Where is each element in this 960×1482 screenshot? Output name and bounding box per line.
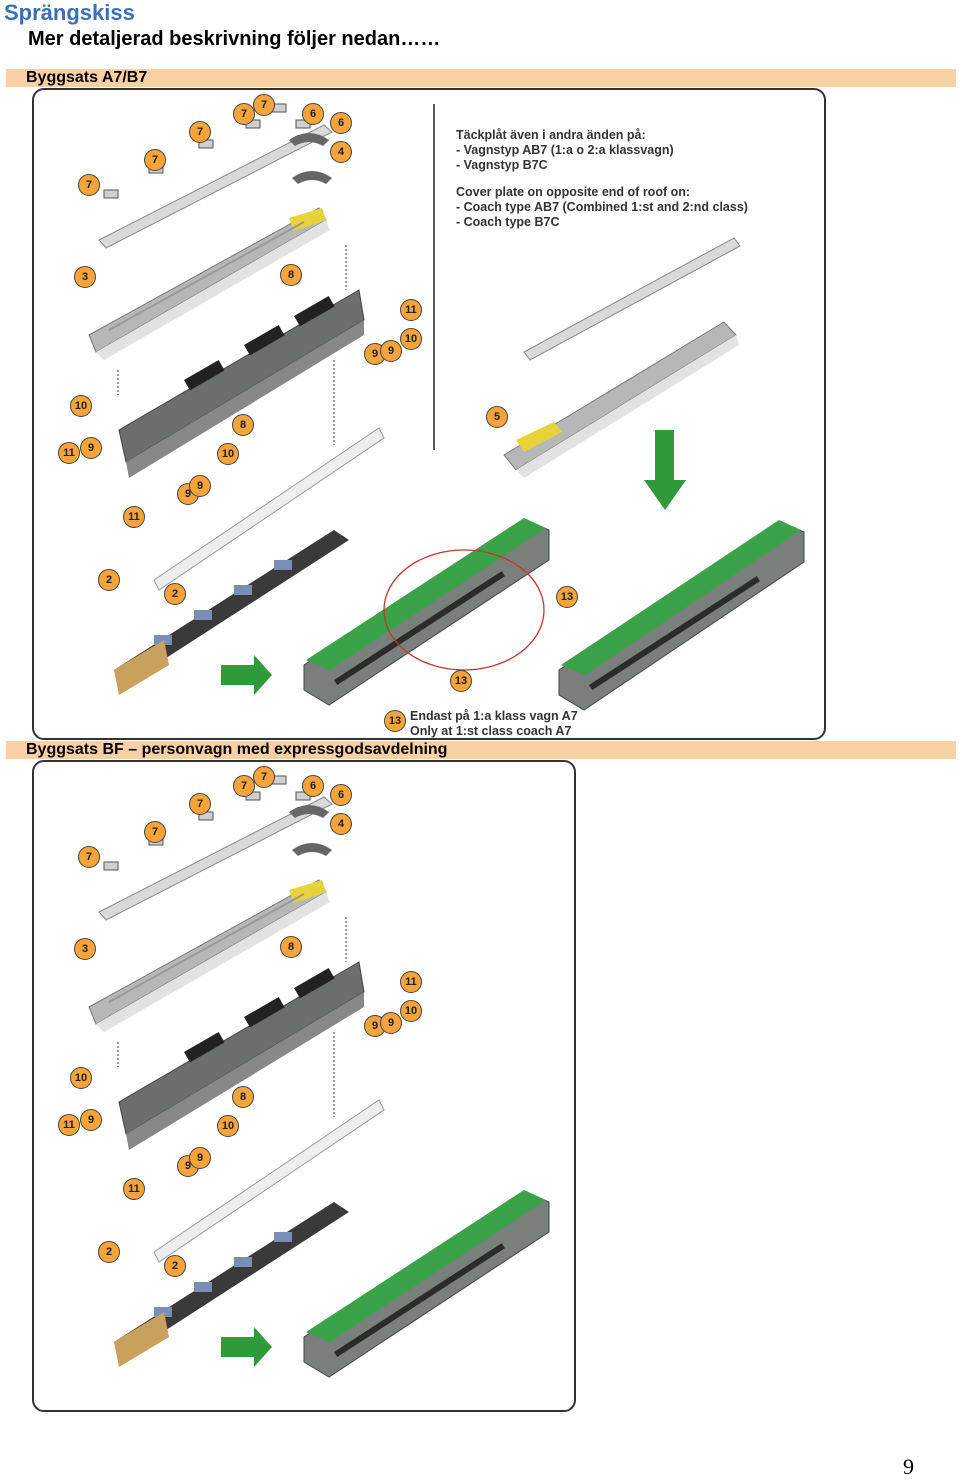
- note-line: - Vagnstyp AB7 (1:a o 2:a klassvagn): [456, 143, 674, 157]
- part-badge: 4: [330, 141, 352, 163]
- part-badge: 5: [486, 406, 508, 428]
- part-badge: 7: [189, 793, 211, 815]
- part-badge: 7: [233, 103, 255, 125]
- section-label: Byggsats A7/B7: [26, 69, 148, 86]
- part-badge: 7: [78, 846, 100, 868]
- exploded-view-drawing: [88, 775, 550, 1378]
- part-badge: 7: [253, 766, 275, 788]
- part-badge: 9: [189, 1147, 211, 1169]
- part-badge: 10: [70, 395, 92, 417]
- part-badge: 8: [232, 414, 254, 436]
- part-badge: 8: [232, 1086, 254, 1108]
- exploded-view-panel-bf: 7 7 7 7 7 6 6 4 3 8 11 10 9 9 10 11 9 8 …: [32, 760, 576, 1412]
- page-title: Sprängskiss: [4, 0, 135, 25]
- part-badge: 7: [144, 821, 166, 843]
- part-badge: 9: [80, 437, 102, 459]
- part-badge: 6: [330, 112, 352, 134]
- part-badge: 10: [400, 1000, 422, 1022]
- part-badge: 10: [70, 1067, 92, 1089]
- part-badge: 9: [80, 1109, 102, 1131]
- part-badge: 11: [123, 1178, 145, 1200]
- exploded-view-drawing: [88, 103, 805, 711]
- part-badge: 10: [217, 1115, 239, 1137]
- section-label: Byggsats BF – personvagn med expressgods…: [26, 741, 448, 758]
- page-number: 9: [903, 1454, 914, 1479]
- note-line: - Coach type AB7 (Combined 1:st and 2:nd…: [456, 200, 748, 214]
- footnote-line: Endast på 1:a klass vagn A7: [410, 709, 578, 723]
- part-badge: 11: [58, 1114, 80, 1136]
- part-badge: 10: [217, 443, 239, 465]
- part-badge: 9: [380, 340, 402, 362]
- note-line: - Vagnstyp B7C: [456, 158, 548, 172]
- part-badge: 6: [330, 784, 352, 806]
- page-subtitle: Mer detaljerad beskrivning följer nedan……: [28, 28, 441, 50]
- footnote: Endast på 1:a klass vagn A7 Only at 1:st…: [410, 709, 578, 739]
- part-badge: 6: [302, 775, 324, 797]
- part-badge: 7: [78, 174, 100, 196]
- note-line: Täckplåt även i andra änden på:: [456, 128, 646, 142]
- part-badge: 6: [302, 103, 324, 125]
- part-badge: 9: [380, 1012, 402, 1034]
- part-badge: 8: [280, 936, 302, 958]
- exploded-view-panel-a7b7: 7 7 7 7 7 6 6 4 3 8 11 10 9 9 10 11 9 8 …: [32, 88, 826, 740]
- section-band-a7b7: Byggsats A7/B7: [6, 69, 956, 87]
- part-badge: 7: [233, 775, 255, 797]
- part-badge: 10: [400, 328, 422, 350]
- part-badge: 11: [400, 299, 422, 321]
- footnote-badge: 13: [384, 710, 406, 732]
- part-badge: 11: [123, 506, 145, 528]
- part-badge: 3: [74, 938, 96, 960]
- note-line: Cover plate on opposite end of roof on:: [456, 185, 691, 199]
- cover-plate-note-en: Cover plate on opposite end of roof on: …: [456, 185, 748, 230]
- part-badge: 13: [450, 670, 472, 692]
- part-badge: 8: [280, 264, 302, 286]
- part-badge: 4: [330, 813, 352, 835]
- part-badge: 2: [164, 583, 186, 605]
- part-badge: 11: [400, 971, 422, 993]
- part-badge: 3: [74, 266, 96, 288]
- part-badge: 2: [98, 1241, 120, 1263]
- section-band-bf: Byggsats BF – personvagn med expressgods…: [6, 741, 956, 759]
- part-badge: 2: [164, 1255, 186, 1277]
- part-badge: 11: [58, 442, 80, 464]
- part-badge: 2: [98, 569, 120, 591]
- part-badge: 7: [189, 121, 211, 143]
- cover-plate-note-sv: Täckplåt även i andra änden på: - Vagnst…: [456, 128, 674, 173]
- note-line: - Coach type B7C: [456, 215, 560, 229]
- part-badge: 9: [189, 475, 211, 497]
- part-badge: 7: [253, 94, 275, 116]
- footnote-line: Only at 1:st class coach A7: [410, 724, 572, 738]
- part-badge: 7: [144, 149, 166, 171]
- part-badge: 13: [556, 586, 578, 608]
